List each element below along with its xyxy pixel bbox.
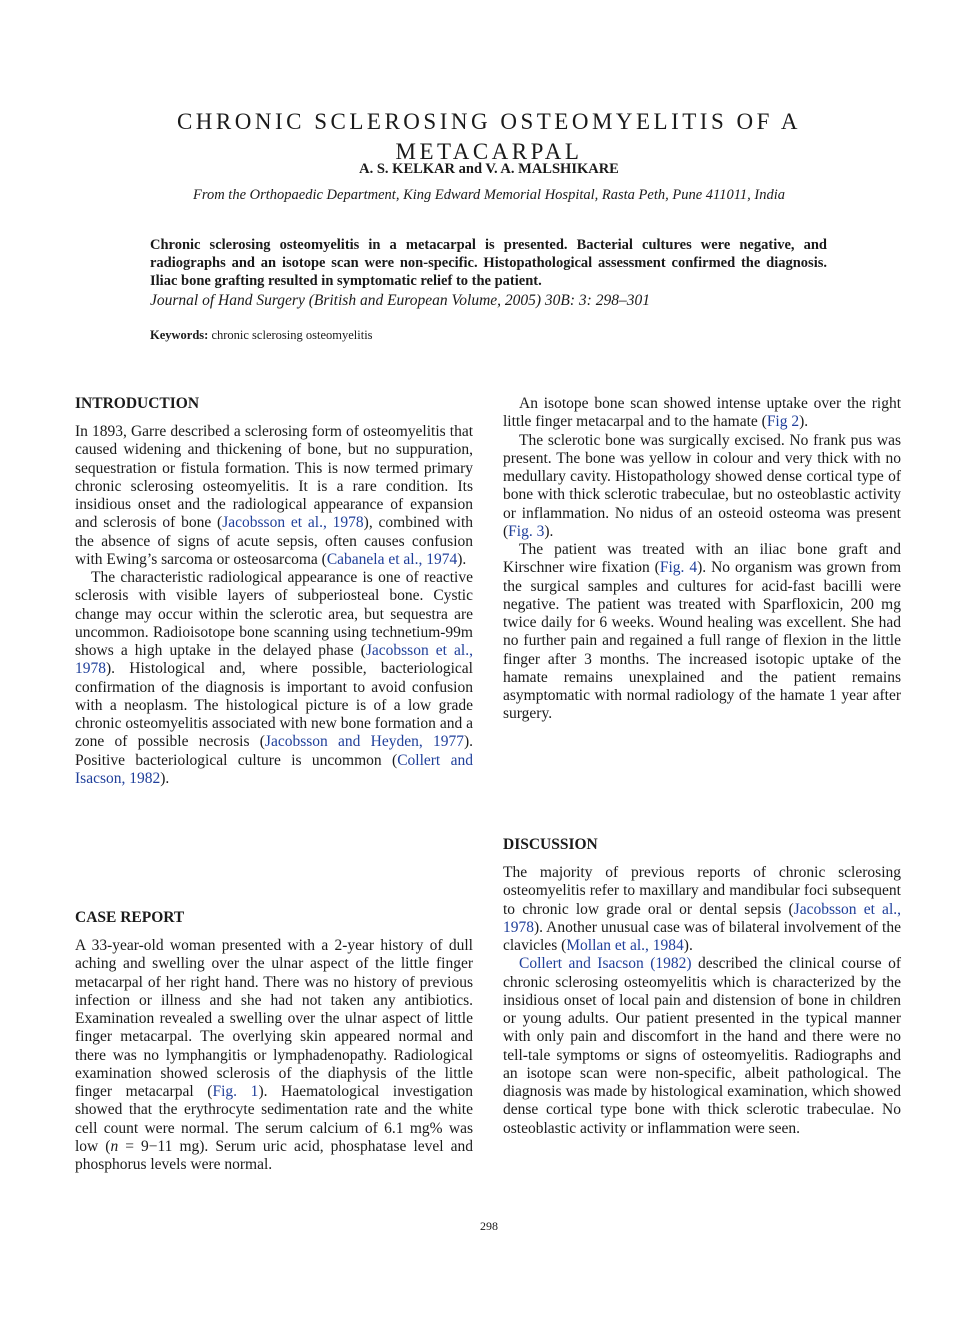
paragraph: The patient was treated with an iliac bo…	[503, 541, 901, 723]
paragraph: The characteristic radiological appearan…	[75, 569, 473, 787]
section-heading-introduction: INTRODUCTION	[75, 395, 200, 412]
citation-link[interactable]: Jacobsson et al., 1978	[75, 642, 473, 678]
section-heading-case-report: CASE REPORT	[75, 909, 185, 926]
paragraph: The sclerotic bone was surgically excise…	[503, 431, 901, 540]
citation-link[interactable]: Collert and Isacson (1982)	[519, 955, 692, 973]
abstract: Chronic sclerosing osteomyelitis in a me…	[150, 237, 827, 290]
keywords-label: Keywords:	[150, 328, 209, 342]
citation-link[interactable]: Collert and Isacson, 1982	[75, 751, 473, 787]
section-heading-discussion: DISCUSSION	[503, 836, 598, 853]
paragraph: In 1893, Garre described a sclerosing fo…	[75, 423, 473, 568]
citation-link[interactable]: Cabanela et al., 1974	[326, 550, 458, 568]
figure-link[interactable]: Fig. 3	[508, 522, 545, 540]
citation-link[interactable]: Jacobsson and Heyden, 1977	[264, 733, 464, 751]
paragraph: A 33-year-old woman presented with a 2-y…	[75, 937, 473, 1173]
paragraph: An isotope bone scan showed intense upta…	[503, 395, 901, 431]
citation-link[interactable]: Jacobsson et al., 1978	[503, 900, 901, 936]
keywords-value: chronic sclerosing osteomyelitis	[211, 328, 373, 342]
figure-link[interactable]: Fig. 4	[659, 559, 698, 577]
page-number: 298	[480, 1219, 498, 1233]
discussion-body: The majority of previous reports of chro…	[503, 864, 901, 1138]
figure-link[interactable]: Fig 2	[766, 413, 800, 431]
case-report-body: A 33-year-old woman presented with a 2-y…	[75, 937, 473, 1174]
citation-link[interactable]: Mollan et al., 1984	[566, 937, 684, 954]
journal-citation: Journal of Hand Surgery (British and Eur…	[150, 292, 650, 309]
paragraph: The majority of previous reports of chro…	[503, 864, 901, 954]
author-list: A. S. KELKAR and V. A. MALSHIKARE	[359, 161, 619, 177]
introduction-body: In 1893, Garre described a sclerosing fo…	[75, 423, 473, 788]
paragraph: Collert and Isacson (1982) described the…	[503, 955, 901, 1137]
article-title: CHRONIC SCLEROSING OSTEOMYELITIS OF A ME…	[176, 109, 802, 165]
affiliation: From the Orthopaedic Department, King Ed…	[192, 187, 786, 203]
citation-link[interactable]: Jacobsson et al., 1978	[222, 514, 364, 532]
keywords: Keywords: chronic sclerosing osteomyelit…	[150, 328, 373, 343]
case-report-continued: An isotope bone scan showed intense upta…	[503, 395, 901, 724]
figure-link[interactable]: Fig. 1	[212, 1083, 259, 1100]
